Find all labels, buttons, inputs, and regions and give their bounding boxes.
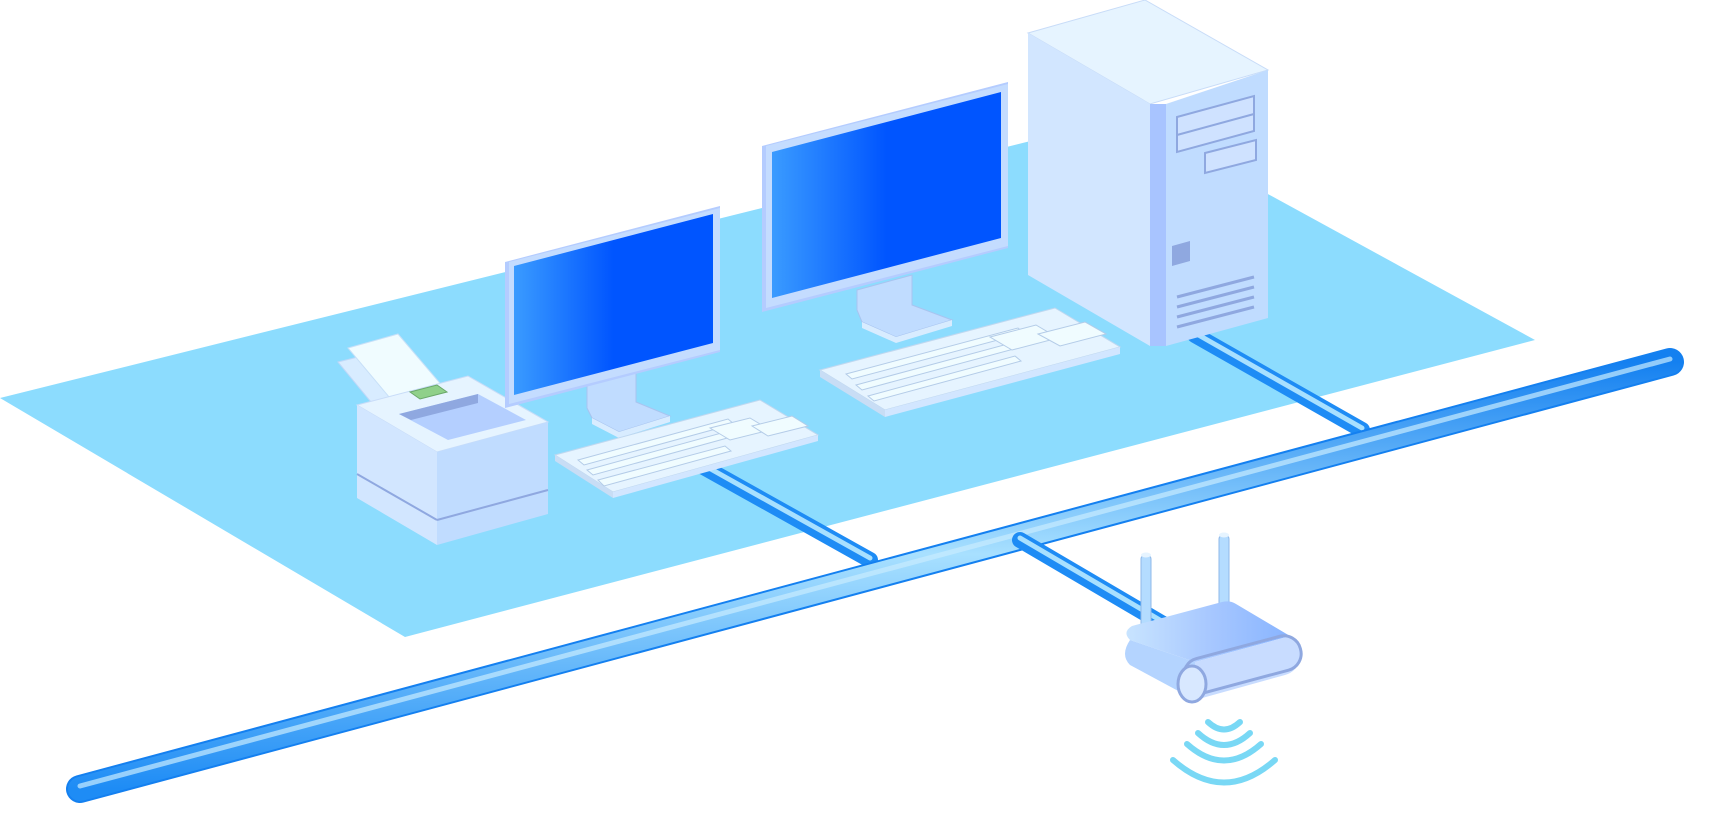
keyboard-right-icon	[818, 307, 1122, 417]
link-tower-backbone	[1187, 327, 1370, 438]
monitor-left-icon	[505, 206, 720, 438]
link-keyboard-backbone	[692, 457, 878, 568]
printer-icon	[337, 333, 550, 545]
wifi-signal-icon	[1170, 719, 1278, 786]
monitor-right-icon	[762, 82, 1008, 343]
keyboard-left-icon	[553, 399, 820, 498]
desktop-tower-icon	[1026, 0, 1270, 346]
backbone-cable	[66, 348, 1684, 803]
wireless-router-icon	[1125, 532, 1303, 704]
